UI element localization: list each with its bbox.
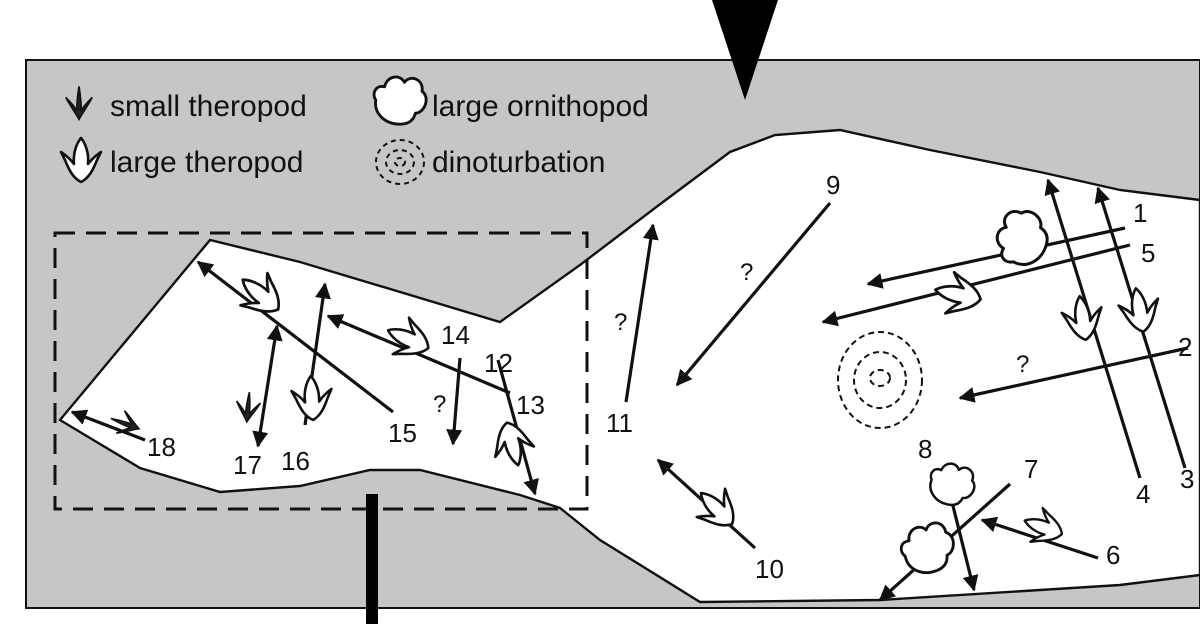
uncertainty-marks: ? ? ? ? bbox=[433, 259, 1029, 418]
track-label-6: 6 bbox=[1106, 540, 1120, 570]
track-label-13: 13 bbox=[516, 390, 545, 420]
detail-box bbox=[53, 231, 589, 511]
track-labels: 1 2 3 4 5 6 7 8 9 10 11 12 13 14 15 16 1… bbox=[147, 170, 1194, 584]
track-label-10: 10 bbox=[755, 554, 784, 584]
track-label-9: 9 bbox=[826, 170, 840, 200]
legend: small theropod large ornithopod large th… bbox=[59, 75, 649, 185]
uncertain-mark-2: ? bbox=[1016, 351, 1029, 378]
track-label-3: 3 bbox=[1180, 464, 1194, 494]
track-label-5: 5 bbox=[1141, 238, 1155, 268]
trackway-14 bbox=[446, 357, 463, 446]
track-label-2: 2 bbox=[1178, 332, 1192, 362]
track-label-17: 17 bbox=[233, 450, 262, 480]
trackway-17 bbox=[252, 324, 283, 448]
legend-large-theropod: large theropod bbox=[110, 146, 303, 179]
trackway-13 bbox=[326, 314, 511, 395]
track-label-15: 15 bbox=[388, 418, 417, 448]
legend-dinoturbation: dinoturbation bbox=[432, 146, 605, 179]
trackway-9 bbox=[675, 201, 832, 387]
legend-small-theropod: small theropod bbox=[110, 90, 307, 123]
north-arrow-icon bbox=[712, 0, 778, 100]
trackway-1 bbox=[866, 226, 1126, 289]
trackway-15 bbox=[196, 260, 394, 414]
track-label-12: 12 bbox=[484, 348, 513, 378]
track-label-7: 7 bbox=[1024, 454, 1038, 484]
track-label-14: 14 bbox=[441, 320, 470, 350]
track-label-16: 16 bbox=[281, 446, 310, 476]
section-bar-icon bbox=[366, 494, 378, 624]
trackway-5 bbox=[821, 243, 1131, 327]
track-label-4: 4 bbox=[1136, 479, 1150, 509]
track-label-18: 18 bbox=[147, 432, 176, 462]
uncertain-mark-9: ? bbox=[740, 259, 753, 286]
dinoturbation-feature bbox=[837, 331, 923, 429]
dinoturbation-icon bbox=[375, 139, 425, 185]
uncertain-mark-14: ? bbox=[433, 391, 446, 418]
track-label-1: 1 bbox=[1133, 198, 1147, 228]
uncertain-mark-11: ? bbox=[614, 309, 627, 336]
legend-large-ornithopod: large ornithopod bbox=[432, 90, 649, 123]
track-label-11: 11 bbox=[606, 408, 633, 438]
track-label-8: 8 bbox=[918, 434, 932, 464]
trackway-11 bbox=[624, 223, 659, 403]
trackway-18 bbox=[70, 409, 146, 442]
